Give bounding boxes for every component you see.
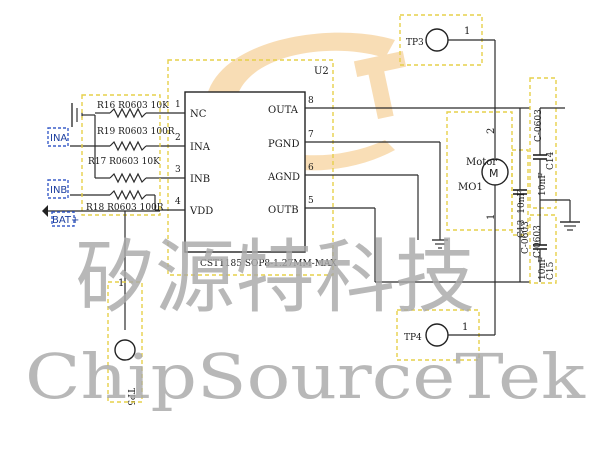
c15-value: 10nF — [538, 257, 548, 281]
pin-number: 4 — [175, 197, 181, 207]
motor-name: Motor — [466, 157, 497, 168]
port-inb[interactable]: INB — [47, 179, 69, 199]
pin-number: 7 — [308, 130, 314, 140]
chip-designator: U2 — [314, 66, 329, 77]
pin-number: 2 — [175, 133, 181, 143]
port-bat[interactable]: BAT+ — [42, 205, 160, 227]
resistor-r19[interactable]: R19 R0603 100R — [70, 127, 175, 152]
c14-designator: C14 — [546, 151, 556, 170]
svg-text:INB: INB — [50, 185, 67, 196]
resistor-r17[interactable]: R17 R0603 10K — [88, 157, 160, 184]
capacitor-c13[interactable]: C13 10nF — [511, 108, 529, 282]
pin-name: OUTA — [268, 105, 299, 116]
chip-part-label: CST1185 SOP8-1.27MM-MAX — [200, 259, 337, 269]
right-pin-5[interactable]: 5 OUTB — [268, 196, 330, 216]
resistor-label: R19 R0603 100R — [97, 127, 175, 137]
test-point-tp4[interactable]: TP4 1 — [396, 282, 496, 361]
c13-designator: C13 — [517, 219, 527, 238]
tp4-pin: 1 — [462, 322, 468, 333]
motor-mo1[interactable]: M Motor MO1 2 1 — [446, 108, 513, 282]
test-point-tp5[interactable]: 1 TP5 — [107, 211, 143, 406]
resistor-label: R17 R0603 10K — [88, 157, 160, 167]
watermark-english: ChipSourceTek — [25, 340, 585, 413]
watermark-chinese: 矽源特科技 — [75, 231, 475, 324]
chip-body[interactable] — [184, 91, 306, 253]
chip-selection-box — [167, 59, 334, 276]
c14-package: C-0603 — [534, 109, 544, 142]
left-pin-4[interactable]: 4 VDD — [160, 197, 213, 217]
motor-pin-top: 2 — [486, 128, 497, 134]
pin-number: 5 — [308, 196, 314, 206]
resistor-r18[interactable]: R18 R0603 100R — [70, 189, 164, 213]
motor-designator: MO1 — [458, 182, 483, 193]
tp3-pin: 1 — [464, 26, 470, 37]
left-pin-3[interactable]: 3 INB — [160, 165, 210, 185]
pin-name: PGND — [268, 139, 299, 150]
left-pin-2[interactable]: 2 INA — [160, 133, 211, 153]
pin-number: 1 — [175, 100, 181, 110]
tp3-name: TP3 — [406, 38, 424, 48]
pin-name: AGND — [267, 172, 300, 183]
pin-name: VDD — [189, 206, 213, 217]
c14-value: 10nF — [538, 173, 548, 197]
ground-symbol-right — [560, 200, 580, 231]
motor-symbol: M — [489, 167, 499, 180]
left-pin-1[interactable]: 1 NC — [160, 100, 207, 120]
capacitor-c15[interactable]: C-0603 C15 10nF — [529, 200, 557, 284]
right-pin-8[interactable]: 8 OUTA — [268, 96, 330, 116]
tp4-name: TP4 — [404, 333, 422, 343]
resistor-selection-box — [81, 94, 161, 216]
pin-number: 8 — [308, 96, 314, 106]
right-pin-7[interactable]: 7 PGND — [268, 130, 330, 150]
port-ina[interactable]: INA — [47, 127, 69, 147]
pin-name: INA — [190, 142, 211, 153]
resistor-label: R18 R0603 100R — [86, 203, 164, 213]
c13-package: C-0603 — [521, 221, 531, 254]
test-point-tp3[interactable]: TP3 1 — [399, 14, 496, 108]
svg-text:C13 10nF: C13 10nF — [517, 190, 527, 238]
pin-name: INB — [190, 174, 210, 185]
pin-number: 3 — [175, 165, 181, 175]
pin-number: 6 — [308, 163, 314, 173]
svg-text:INA: INA — [50, 133, 67, 144]
c15-designator: C15 — [546, 261, 556, 280]
pin-name: OUTB — [268, 205, 299, 216]
resistor-r16[interactable]: R16 R0603 10K — [95, 101, 169, 119]
ground-symbol-agnd — [432, 239, 448, 249]
c13-value: 10nF — [517, 190, 527, 214]
tp5-pin: 1 — [118, 278, 124, 289]
resistor-label: R16 R0603 10K — [97, 101, 169, 111]
tp5-name: TP5 — [125, 388, 135, 406]
motor-pin-bottom: 1 — [486, 214, 497, 220]
right-pin-6[interactable]: 6 AGND — [267, 163, 330, 183]
capacitor-c14[interactable]: C-0603 C14 10nF — [529, 77, 570, 209]
c15-package: C-0603 — [533, 225, 543, 258]
svg-text:BAT+: BAT+ — [52, 215, 79, 226]
pin-name: NC — [190, 109, 207, 120]
